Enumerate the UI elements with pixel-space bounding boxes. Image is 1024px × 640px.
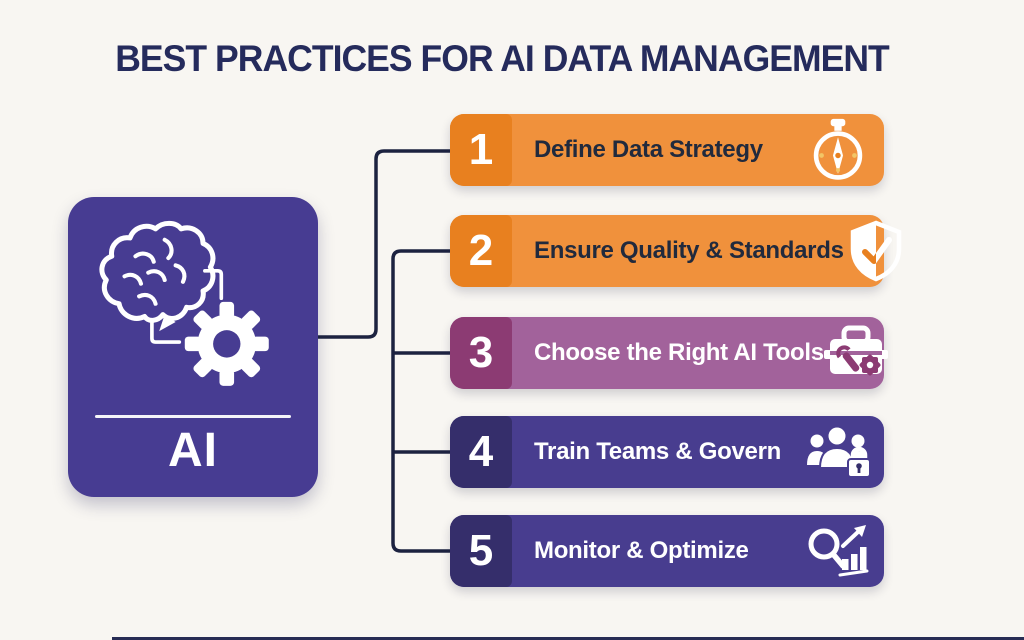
step-number: 3 [468,328,494,377]
step-number-tab: 3 [450,317,512,389]
page-title: BEST PRACTICES FOR AI DATA MANAGEMENT [115,38,889,79]
step-number-tab: 2 [450,215,512,287]
step-number: 4 [468,427,494,476]
bottom-edge-line [112,637,1024,640]
step-bar-4: 4 Train Teams & Govern [450,416,884,488]
gear-icon [184,301,269,386]
brain-gear-icon [99,220,269,386]
step-bar-2: 2 Ensure Quality & Standards [450,215,901,287]
step-number-tab: 1 [450,114,512,186]
step-bar-1: 1 Define Data Strategy [450,114,884,186]
step-label: Monitor & Optimize [534,537,749,564]
ai-card: AI [68,197,318,497]
step-bar-3: 3 Choose the Right AI Tools [450,317,888,389]
ai-card-label: AI [168,424,218,477]
lock-icon [847,446,870,478]
compass-icon [813,118,863,180]
ai-card-divider [95,415,291,418]
team-lock-icon [807,425,870,478]
step-label: Define Data Strategy [534,136,763,163]
step-label: Ensure Quality & Standards [534,237,844,264]
search-chart-icon [808,525,869,577]
step-number: 5 [468,526,494,575]
step-number-tab: 4 [450,416,512,488]
step-number-tab: 5 [450,515,512,587]
step-bar-5: 5 Monitor & Optimize [450,515,884,587]
toolbox-icon [823,325,888,376]
step-label: Train Teams & Govern [534,438,781,465]
step-number: 2 [468,226,494,275]
gear-icon [859,354,881,376]
shield-check-icon [850,220,901,282]
step-number: 1 [468,125,494,174]
step-label: Choose the Right AI Tools [534,339,824,366]
